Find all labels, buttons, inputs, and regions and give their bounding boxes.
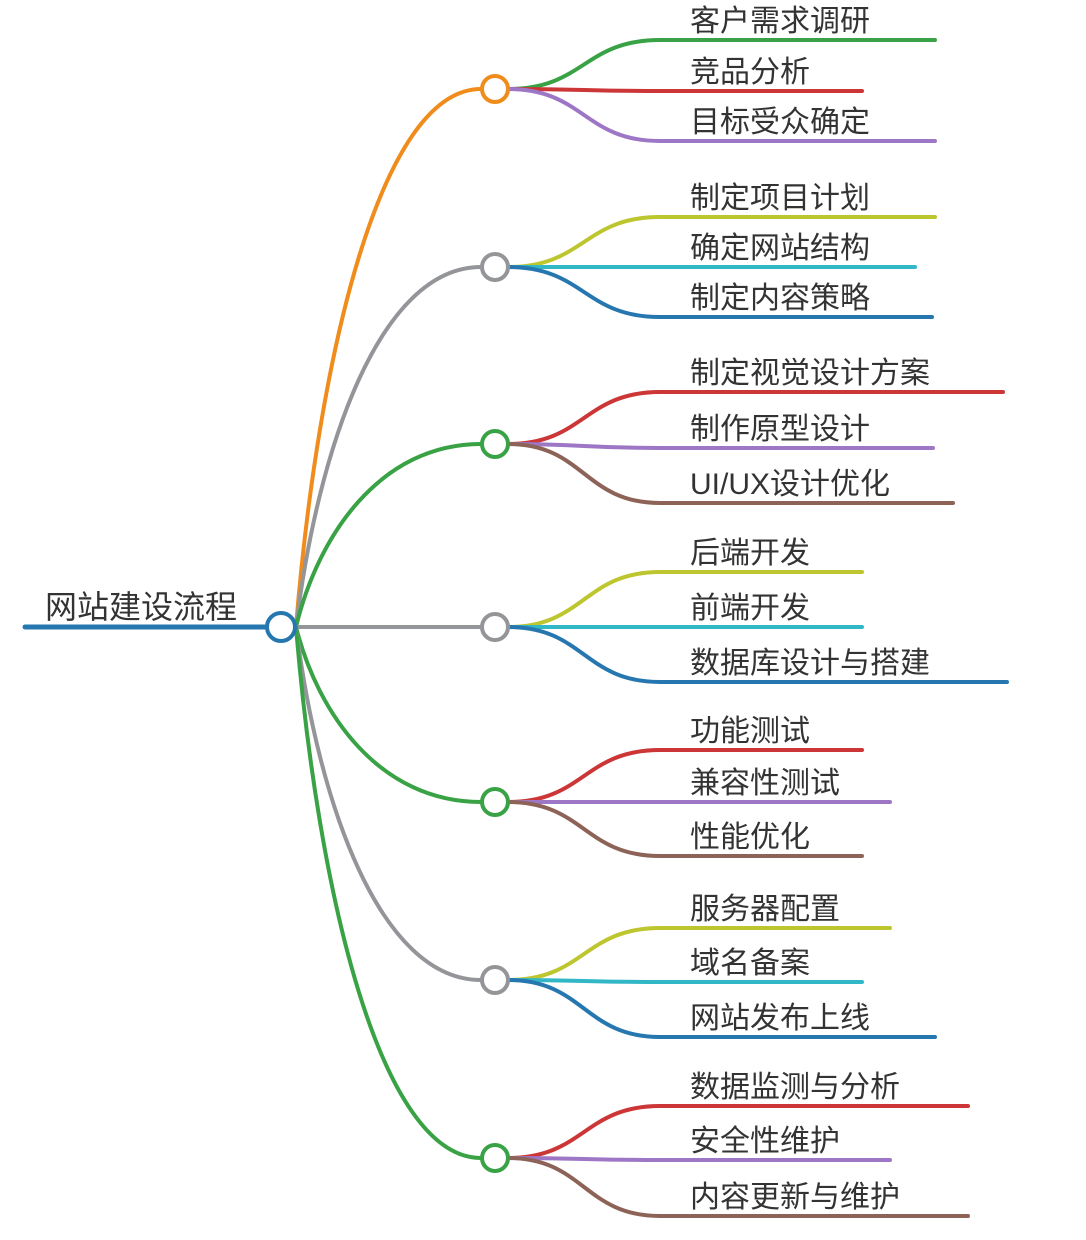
leaf-label[interactable]: 性能优化 xyxy=(690,821,810,854)
leaf-label[interactable]: 制作原型设计 xyxy=(690,413,870,446)
branch-testing-node-circle[interactable] xyxy=(480,787,510,817)
branch-launch-node-circle[interactable] xyxy=(480,965,510,995)
leaf-edge xyxy=(506,38,937,91)
branch-research-node-circle[interactable] xyxy=(480,74,510,104)
leaf-label[interactable]: 网站发布上线 xyxy=(690,1002,870,1035)
leaf-label[interactable]: 安全性维护 xyxy=(690,1125,840,1158)
leaf-label[interactable]: 数据库设计与搭建 xyxy=(690,647,930,680)
branch-research-edge xyxy=(294,87,483,629)
leaf-edge xyxy=(506,442,955,505)
leaf-label[interactable]: 制定内容策略 xyxy=(690,282,870,315)
leaf-label[interactable]: 域名备案 xyxy=(690,947,810,980)
leaf-edge xyxy=(506,625,1009,684)
leaf-label[interactable]: UI/UX设计优化 xyxy=(690,468,890,501)
leaf-edge xyxy=(506,1104,970,1160)
leaf-edge xyxy=(506,748,864,804)
leaf-edge xyxy=(506,87,937,143)
leaf-label[interactable]: 竞品分析 xyxy=(690,56,810,89)
leaf-edge xyxy=(506,442,935,450)
branch-design-node-circle[interactable] xyxy=(480,429,510,459)
leaf-edge xyxy=(506,978,864,984)
leaf-edge xyxy=(506,265,934,319)
leaf-label[interactable]: 确定网站结构 xyxy=(690,232,870,265)
leaf-edge xyxy=(506,390,1005,446)
leaf-label[interactable]: 内容更新与维护 xyxy=(690,1181,900,1214)
branch-maintenance-edge xyxy=(294,625,483,1160)
branch-design-edge xyxy=(294,442,483,629)
leaf-label[interactable]: 制定项目计划 xyxy=(690,182,870,215)
branch-planning-edge xyxy=(294,265,483,629)
leaf-label[interactable]: 后端开发 xyxy=(690,537,810,570)
leaf-label[interactable]: 客户需求调研 xyxy=(690,5,870,38)
leaf-label[interactable]: 目标受众确定 xyxy=(690,106,870,139)
leaf-label[interactable]: 兼容性测试 xyxy=(690,767,840,800)
leaf-label[interactable]: 功能测试 xyxy=(690,715,810,748)
leaf-label[interactable]: 数据监测与分析 xyxy=(690,1071,900,1104)
branch-planning-node-circle[interactable] xyxy=(480,252,510,282)
root-label[interactable]: 网站建设流程 xyxy=(45,589,237,625)
leaf-edge xyxy=(506,570,864,629)
leaf-edge xyxy=(506,87,864,93)
branch-development-node-circle[interactable] xyxy=(480,612,510,642)
leaf-edge xyxy=(506,800,864,858)
root-node-circle[interactable] xyxy=(265,611,297,643)
branch-maintenance-node-circle[interactable] xyxy=(480,1143,510,1173)
leaf-label[interactable]: 制定视觉设计方案 xyxy=(690,357,930,390)
leaf-label[interactable]: 服务器配置 xyxy=(690,893,840,926)
leaf-edge xyxy=(506,1156,970,1218)
branch-testing-edge xyxy=(294,625,483,804)
leaf-label[interactable]: 前端开发 xyxy=(690,592,810,625)
leaf-edge xyxy=(506,978,937,1039)
leaf-edge xyxy=(506,926,892,982)
branch-launch-edge xyxy=(294,625,483,982)
leaf-edge xyxy=(506,215,937,269)
leaf-edge xyxy=(506,1156,892,1162)
